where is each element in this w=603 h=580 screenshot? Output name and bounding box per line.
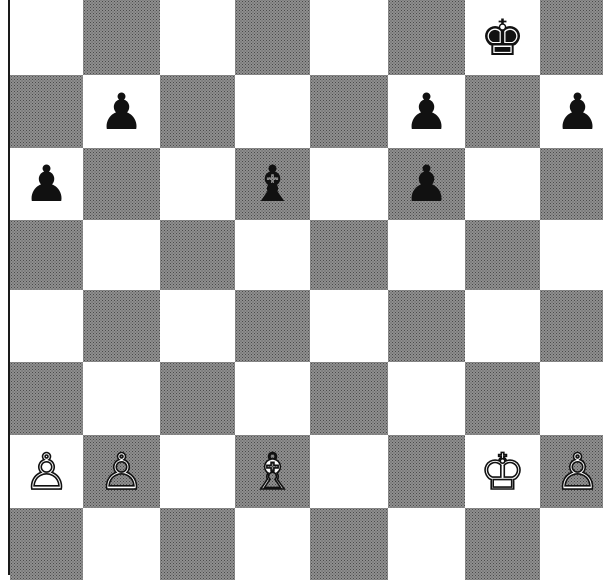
square-h5[interactable]: [540, 220, 603, 290]
square-d8[interactable]: [235, 0, 310, 75]
black-pawn-icon[interactable]: ♟: [540, 75, 603, 148]
square-d3[interactable]: [235, 362, 310, 435]
square-b8[interactable]: [83, 0, 160, 75]
square-d5[interactable]: [235, 220, 310, 290]
white-pawn-icon[interactable]: ♙: [83, 435, 160, 508]
square-e4[interactable]: [310, 290, 388, 362]
square-d7[interactable]: [235, 75, 310, 148]
square-f5[interactable]: [388, 220, 465, 290]
square-f8[interactable]: [388, 0, 465, 75]
square-e7[interactable]: [310, 75, 388, 148]
square-g7[interactable]: [465, 75, 540, 148]
white-bishop-icon[interactable]: ♗: [235, 435, 310, 508]
black-pawn-icon[interactable]: ♟: [83, 75, 160, 148]
square-a4[interactable]: [10, 290, 83, 362]
square-c4[interactable]: [160, 290, 235, 362]
square-e5[interactable]: [310, 220, 388, 290]
square-e2[interactable]: [310, 435, 388, 508]
square-h8[interactable]: [540, 0, 603, 75]
square-a5[interactable]: [10, 220, 83, 290]
square-a7[interactable]: [10, 75, 83, 148]
square-e6[interactable]: [310, 148, 388, 220]
square-f1[interactable]: [388, 508, 465, 580]
square-c6[interactable]: [160, 148, 235, 220]
square-c8[interactable]: [160, 0, 235, 75]
white-pawn-icon[interactable]: ♙: [540, 435, 603, 508]
square-c2[interactable]: [160, 435, 235, 508]
black-pawn-icon[interactable]: ♟: [10, 148, 83, 220]
square-g6[interactable]: [465, 148, 540, 220]
square-f2[interactable]: [388, 435, 465, 508]
square-e8[interactable]: [310, 0, 388, 75]
square-h3[interactable]: [540, 362, 603, 435]
square-g1[interactable]: [465, 508, 540, 580]
square-b3[interactable]: [83, 362, 160, 435]
white-king-icon[interactable]: ♔: [465, 435, 540, 508]
square-h4[interactable]: [540, 290, 603, 362]
square-b4[interactable]: [83, 290, 160, 362]
square-f3[interactable]: [388, 362, 465, 435]
square-d1[interactable]: [235, 508, 310, 580]
black-pawn-icon[interactable]: ♟: [388, 75, 465, 148]
square-e1[interactable]: [310, 508, 388, 580]
square-a3[interactable]: [10, 362, 83, 435]
square-b6[interactable]: [83, 148, 160, 220]
chess-board: ♚♟♟♟♟♝♟♙♙♗♔♙: [8, 0, 603, 575]
black-bishop-icon[interactable]: ♝: [235, 148, 310, 220]
square-c1[interactable]: [160, 508, 235, 580]
black-king-icon[interactable]: ♚: [465, 0, 540, 75]
square-c5[interactable]: [160, 220, 235, 290]
square-g3[interactable]: [465, 362, 540, 435]
square-f4[interactable]: [388, 290, 465, 362]
square-a8[interactable]: [10, 0, 83, 75]
square-c7[interactable]: [160, 75, 235, 148]
square-g4[interactable]: [465, 290, 540, 362]
square-b1[interactable]: [83, 508, 160, 580]
square-g5[interactable]: [465, 220, 540, 290]
square-h1[interactable]: [540, 508, 603, 580]
black-pawn-icon[interactable]: ♟: [388, 148, 465, 220]
square-a1[interactable]: [10, 508, 83, 580]
square-c3[interactable]: [160, 362, 235, 435]
square-d4[interactable]: [235, 290, 310, 362]
white-pawn-icon[interactable]: ♙: [10, 435, 83, 508]
square-b5[interactable]: [83, 220, 160, 290]
square-e3[interactable]: [310, 362, 388, 435]
square-h6[interactable]: [540, 148, 603, 220]
